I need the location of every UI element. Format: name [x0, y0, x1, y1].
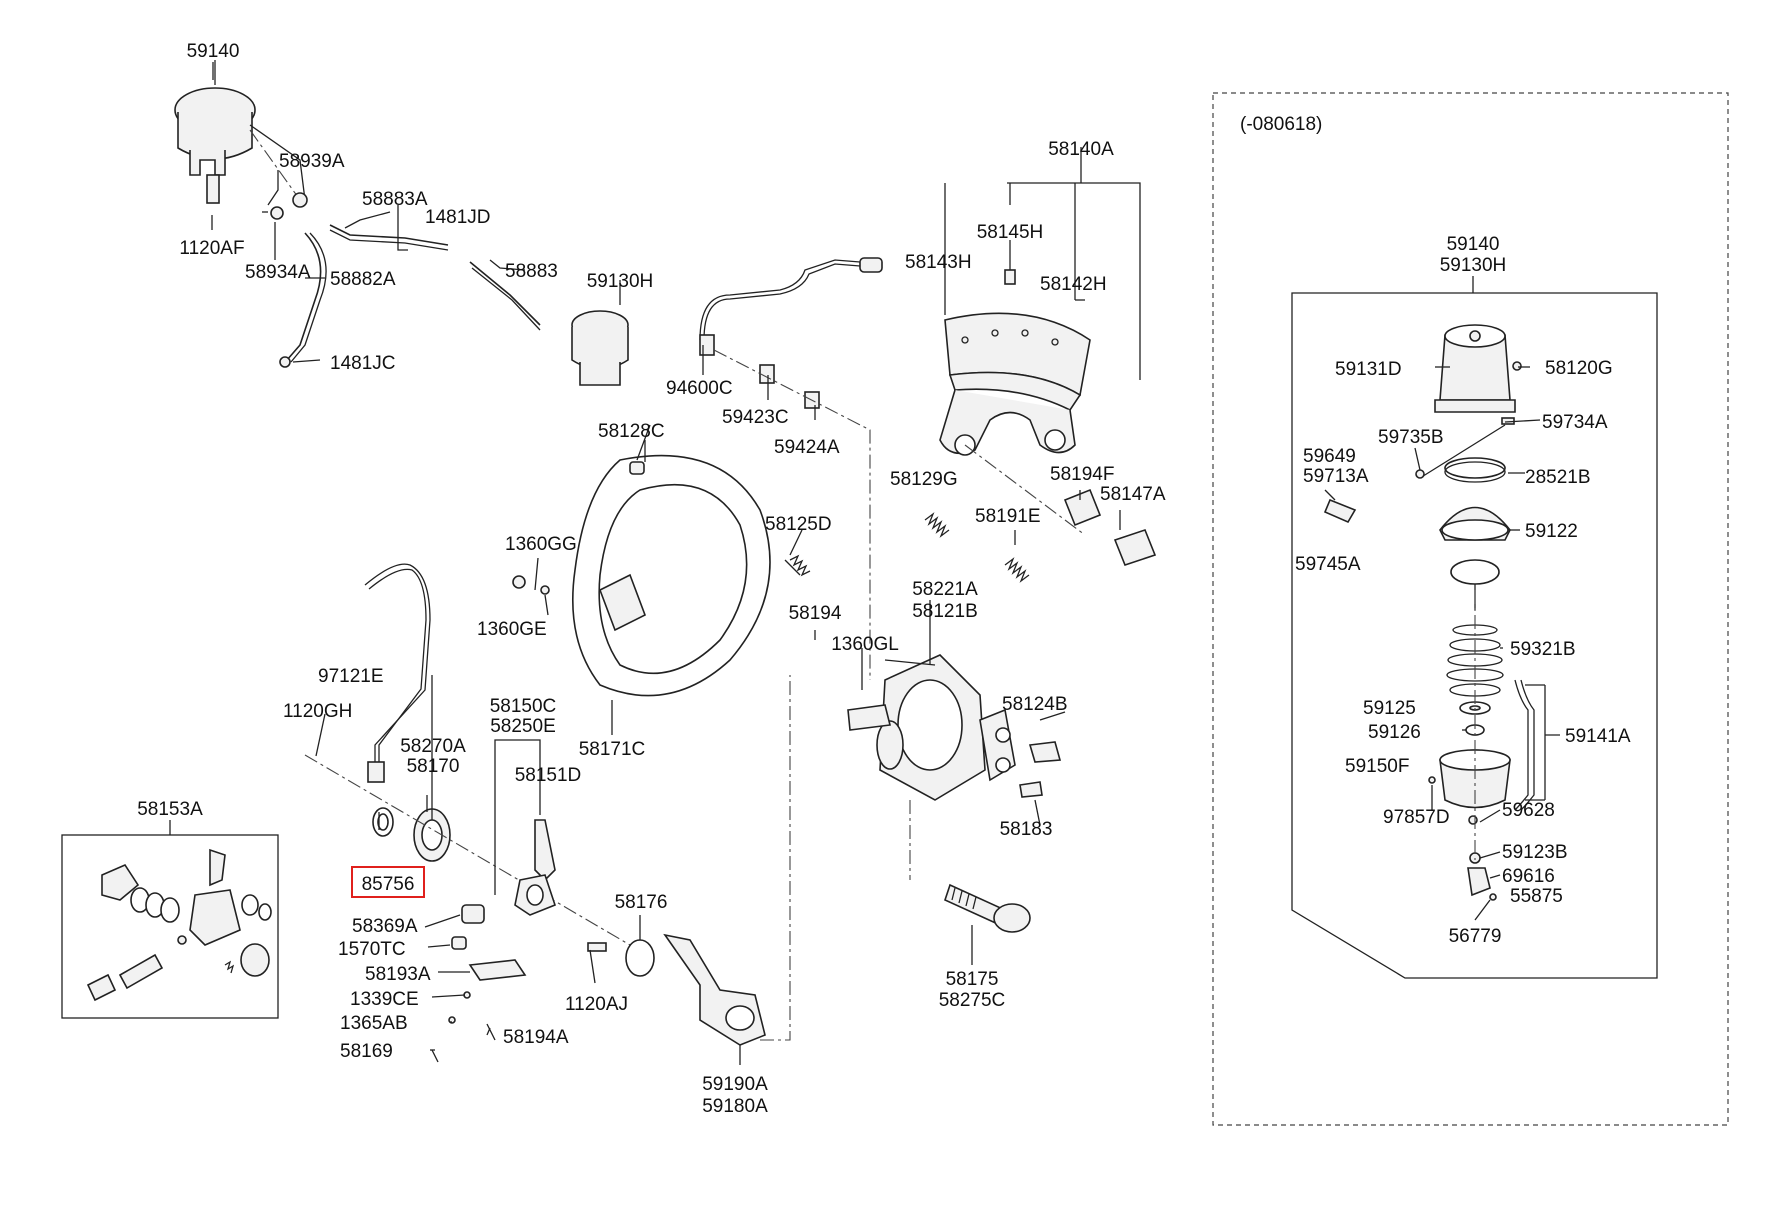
highlight-box [351, 866, 425, 898]
label-58939A[interactable]: 58939A [279, 151, 345, 172]
label-59628[interactable]: 59628 [1502, 800, 1555, 821]
label-58270A[interactable]: 58270A [400, 736, 466, 757]
label-59321B[interactable]: 59321B [1510, 639, 1576, 660]
label-58194[interactable]: 58194 [789, 603, 842, 624]
label-58151D[interactable]: 58151D [515, 765, 582, 786]
brake-chamber-assembly [174, 60, 308, 220]
sensor-cable [364, 563, 431, 783]
label-58169[interactable]: 58169 [340, 1041, 393, 1062]
label-58129G[interactable]: 58129G [890, 469, 958, 490]
label-58145H[interactable]: 58145H [977, 222, 1044, 243]
label-inset-59130H[interactable]: 59130H [1440, 255, 1507, 276]
label-inset-59140[interactable]: 59140 [1447, 234, 1500, 255]
small-hardware [431, 904, 655, 1063]
label-58194F[interactable]: 58194F [1050, 464, 1114, 485]
label-1339CE[interactable]: 1339CE [350, 989, 419, 1010]
variant-box [1212, 92, 1729, 1126]
label-58191E[interactable]: 58191E [975, 506, 1041, 527]
label-59123B[interactable]: 59123B [1502, 842, 1568, 863]
brake-shoe [939, 269, 1091, 536]
abs-sensor-wire [699, 257, 883, 680]
inset-59140-59130h [1291, 276, 1658, 979]
part-labels: 59140 58939A 58883A 1481JD 1120AF 58934A… [137, 41, 1631, 1117]
label-58883[interactable]: 58883 [505, 261, 558, 282]
label-58194A[interactable]: 58194A [503, 1027, 569, 1048]
label-58128C[interactable]: 58128C [598, 421, 665, 442]
label-58250E[interactable]: 58250E [490, 716, 556, 737]
label-59649[interactable]: 59649 [1303, 446, 1356, 467]
label-58170[interactable]: 58170 [407, 756, 460, 777]
label-58175[interactable]: 58175 [946, 969, 999, 990]
label-58176[interactable]: 58176 [615, 892, 668, 913]
label-1120AF[interactable]: 1120AF [179, 238, 244, 259]
label-59122[interactable]: 59122 [1525, 521, 1578, 542]
label-1481JC[interactable]: 1481JC [330, 353, 396, 374]
label-58142H[interactable]: 58142H [1040, 274, 1107, 295]
label-59126[interactable]: 59126 [1368, 722, 1421, 743]
label-97857D[interactable]: 97857D [1383, 807, 1450, 828]
label-58120G[interactable]: 58120G [1545, 358, 1613, 379]
label-59734A[interactable]: 59734A [1542, 412, 1608, 433]
leader-lines [211, 62, 1560, 1065]
label-58125D[interactable]: 58125D [765, 514, 832, 535]
chamber-bracket [663, 675, 791, 1046]
label-58369A[interactable]: 58369A [352, 916, 418, 937]
label-58124B[interactable]: 58124B [1002, 694, 1068, 715]
brake-spider [847, 654, 1062, 880]
label-69616[interactable]: 69616 [1502, 866, 1555, 887]
label-94600C[interactable]: 94600C [666, 378, 733, 399]
shoe-pins [1063, 488, 1157, 566]
label-59150F[interactable]: 59150F [1345, 756, 1409, 777]
label-59423C[interactable]: 59423C [722, 407, 789, 428]
label-58883A[interactable]: 58883A [362, 189, 428, 210]
label-59180A[interactable]: 59180A [702, 1096, 768, 1117]
label-59735B[interactable]: 59735B [1378, 427, 1444, 448]
label-59130H[interactable]: 59130H [587, 271, 654, 292]
label-58934A[interactable]: 58934A [245, 262, 311, 283]
label-1365AB[interactable]: 1365AB [340, 1013, 408, 1034]
label-1360GE[interactable]: 1360GE [477, 619, 547, 640]
label-58153A[interactable]: 58153A [137, 799, 203, 820]
secondary-chamber [571, 310, 629, 386]
label-97121E[interactable]: 97121E [318, 666, 384, 687]
label-1360GL[interactable]: 1360GL [831, 634, 899, 655]
label-58183[interactable]: 58183 [1000, 819, 1053, 840]
inset-58153a [61, 820, 279, 1019]
label-58275C[interactable]: 58275C [939, 990, 1006, 1011]
return-springs [789, 512, 1030, 583]
label-59131D[interactable]: 59131D [1335, 359, 1402, 380]
label-58140A[interactable]: 58140A [1048, 139, 1114, 160]
label-58150C[interactable]: 58150C [490, 696, 557, 717]
label-58147A[interactable]: 58147A [1100, 484, 1166, 505]
label-59424A[interactable]: 59424A [774, 437, 840, 458]
label-59190A[interactable]: 59190A [702, 1074, 768, 1095]
hoses [279, 224, 541, 368]
slack-adjuster [514, 819, 556, 916]
label-1120GH[interactable]: 1120GH [283, 701, 352, 722]
label-58193A[interactable]: 58193A [365, 964, 431, 985]
label-85756[interactable]: 85756 [362, 874, 415, 895]
label-59141A[interactable]: 59141A [1565, 726, 1631, 747]
variant-label: (-080618) [1240, 114, 1322, 135]
seal-and-bearing [304, 754, 631, 946]
label-58171C[interactable]: 58171C [579, 739, 646, 760]
label-1570TC[interactable]: 1570TC [338, 939, 406, 960]
camshaft [944, 883, 1031, 933]
label-59140[interactable]: 59140 [187, 41, 240, 62]
label-58121B[interactable]: 58121B [912, 601, 978, 622]
label-59125[interactable]: 59125 [1363, 698, 1416, 719]
label-59713A[interactable]: 59713A [1303, 466, 1369, 487]
label-58882A[interactable]: 58882A [330, 269, 396, 290]
dust-shield [512, 454, 801, 697]
label-58143H[interactable]: 58143H [905, 252, 972, 273]
label-1360GG[interactable]: 1360GG [505, 534, 577, 555]
label-55875[interactable]: 55875 [1510, 886, 1563, 907]
label-1120AJ[interactable]: 1120AJ [565, 994, 628, 1015]
label-28521B[interactable]: 28521B [1525, 467, 1591, 488]
label-58221A[interactable]: 58221A [912, 579, 978, 600]
label-59745A[interactable]: 59745A [1295, 554, 1361, 575]
label-56779[interactable]: 56779 [1449, 926, 1502, 947]
label-1481JD[interactable]: 1481JD [425, 207, 491, 228]
